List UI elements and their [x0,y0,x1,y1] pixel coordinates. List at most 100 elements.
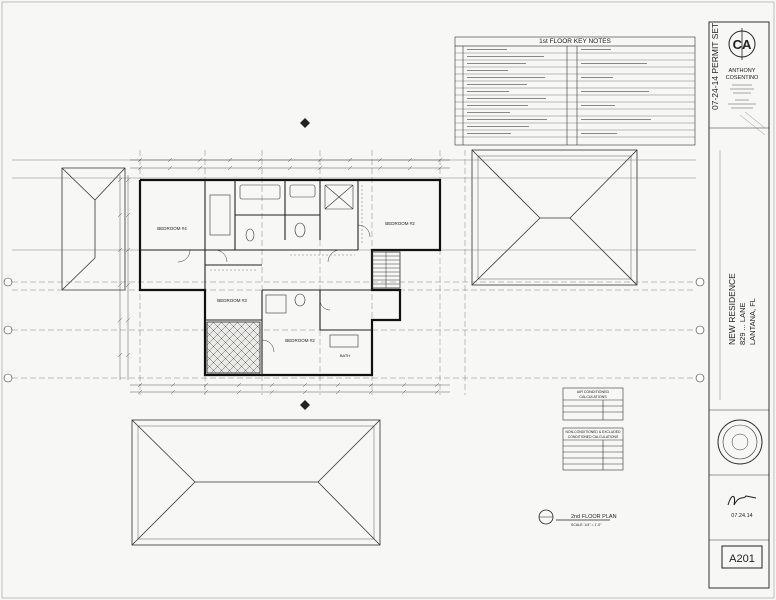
roof-plan-right [471,149,638,286]
dimension-tick [287,165,293,171]
interior-walls [140,180,372,375]
dimension-tick [377,157,383,163]
balcony-tile-hatch [155,321,312,374]
hatch-line [207,355,225,373]
plan-scale: SCALE: 1/4" = 1'-0" [571,523,602,527]
sheet-number: A201 [729,553,755,565]
hatch-line [207,331,249,373]
dimension-tick [117,247,123,253]
door-swings [177,224,371,353]
grid-lines [12,150,696,395]
roof-plan-bottom [131,419,381,546]
hatch-line [250,363,260,373]
hatch-line [207,322,231,346]
hatch-line [252,322,260,330]
dimension-tick [269,389,275,395]
signature [727,495,757,506]
dimension-tick [347,157,353,163]
hatch-line [207,363,217,373]
ac-title-3: NON-CONDITIONED & EXCLUDED [565,430,621,434]
title-block [708,21,770,589]
project-city: LANTANA, FL [748,298,757,345]
dimension-tick [434,389,440,395]
dimension-tick [317,165,323,171]
dimension-tick [236,389,242,395]
dimension-tick [368,382,374,388]
dimension-tick [125,177,131,183]
dimension-tick [125,212,131,218]
dimension-tick [287,157,293,163]
section-markers [300,118,310,410]
dimension-tick [302,389,308,395]
dimension-tick [317,157,323,163]
hatch-line [207,339,241,373]
sheet-number-box [721,545,763,569]
ac-calc-table [562,387,624,471]
ac-title-1: AIR CONDITIONED [577,390,610,394]
roof-plan-left [61,167,126,291]
architect-name-line1: ANTHONY [729,68,756,74]
hatch-line [207,371,209,373]
dimension-tick [227,157,233,163]
hatch-line [258,371,260,373]
dimension-tick [257,165,263,171]
hatch-line [207,322,223,338]
signoff-date: 07.24.14 [731,513,752,519]
dimension-tick [125,352,131,358]
hatch-line [261,322,312,373]
hatch-line [236,322,260,346]
dimension-tick [197,157,203,163]
dimension-tick [347,165,353,171]
plan-title: 2nd FLOOR PLAN [571,514,617,520]
project-title: NEW RESIDENCE [727,273,737,345]
grid-bubbles [3,277,705,383]
dimension-tick [407,165,413,171]
permit-stamp: 07-24-14 PERMIT SET [710,23,720,110]
hatch-line [244,322,260,338]
hatch-line [207,322,215,330]
dimension-tick [437,157,443,163]
dimension-tick [437,165,443,171]
dimension-tick [335,389,341,395]
key-notes-title: 1st FLOOR KEY NOTES [539,38,611,45]
engineer-seal [717,419,763,465]
dimension-tick [434,382,440,388]
dimension-strings [117,157,450,395]
dimension-tick [125,282,131,288]
hatch-line [242,355,260,373]
closet-shelving [210,185,363,271]
dimension-tick [407,157,413,163]
dimension-tick [203,382,209,388]
dimension-tick [137,382,143,388]
dimension-tick [170,382,176,388]
exterior-walls [138,178,442,377]
hatch-line [207,322,239,354]
dimension-tick [197,165,203,171]
ac-title-2: CALCULATIONS [579,395,607,399]
ac-title-4: CONDITIONED CALCULATIONS [568,435,619,439]
dimension-tick [117,317,123,323]
dimension-tick [170,389,176,395]
hatch-line [155,322,206,373]
dimension-tick [117,352,123,358]
dimension-tick [203,389,209,395]
revision-lines [739,111,766,136]
dimension-tick [137,157,143,163]
room-label-5: BATH [340,353,350,358]
dimension-tick [125,317,131,323]
dimension-tick [117,177,123,183]
dimension-tick [257,157,263,163]
dimension-tick [335,382,341,388]
dimension-tick [302,382,308,388]
dimension-tick [368,389,374,395]
hatch-line [218,331,260,373]
dimension-tick [269,382,275,388]
project-address: 829 ... LANE [738,302,747,345]
key-notes-rows [455,45,695,138]
hatch-line [234,347,260,373]
dimension-tick [167,165,173,171]
logo-letters: CA [733,37,752,52]
